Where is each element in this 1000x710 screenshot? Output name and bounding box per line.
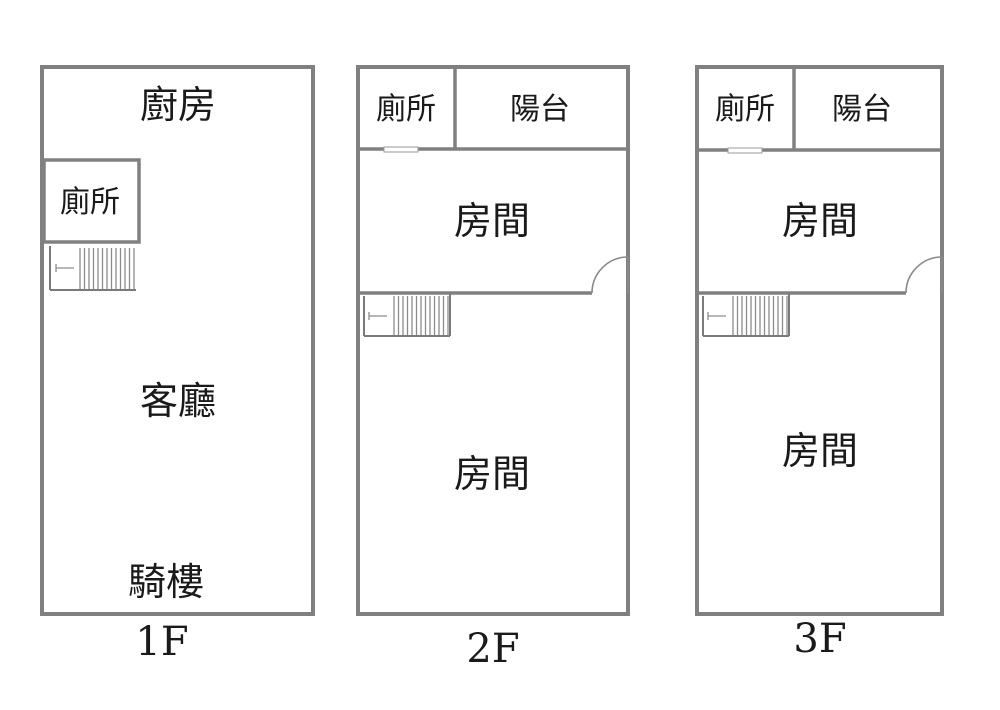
outer-wall xyxy=(40,65,315,616)
staircase xyxy=(363,293,451,337)
room-label-living: 客廳 xyxy=(140,379,216,423)
toilet-wall xyxy=(42,158,141,244)
door-swing xyxy=(905,256,943,294)
room-label-balcony: 陽台 xyxy=(832,92,892,127)
room-label-bedroom-lower: 房間 xyxy=(454,452,530,496)
room-label-toilet: 廁所 xyxy=(60,185,120,220)
door-swing xyxy=(591,256,629,294)
room-label-kitchen: 廚房 xyxy=(140,83,216,127)
room-label-arcade: 騎樓 xyxy=(128,560,204,604)
floor-plan-2f: 廁所 陽台 房間 房間 2F xyxy=(356,65,630,672)
room-label-bedroom-lower: 房間 xyxy=(782,429,858,473)
outer-wall xyxy=(695,65,944,616)
floor-label: 1F xyxy=(135,619,188,665)
floor-label: 3F xyxy=(793,616,846,662)
toilet-door xyxy=(383,146,419,153)
outer-wall xyxy=(356,65,630,616)
room-label-toilet: 廁所 xyxy=(715,92,775,127)
room-label-bedroom-upper: 房間 xyxy=(782,199,858,243)
room-label-balcony: 陽台 xyxy=(510,92,570,127)
floor-plan-1f: 廚房 廁所 客廳 騎樓 1F xyxy=(40,65,315,665)
room-label-toilet: 廁所 xyxy=(376,92,436,127)
staircase xyxy=(702,293,790,337)
floor-label: 2F xyxy=(466,626,519,672)
staircase xyxy=(49,246,136,291)
floor-plan-3f: 廁所 陽台 房間 房間 3F xyxy=(695,65,944,662)
room-label-bedroom-upper: 房間 xyxy=(454,199,530,243)
toilet-door xyxy=(727,147,763,154)
